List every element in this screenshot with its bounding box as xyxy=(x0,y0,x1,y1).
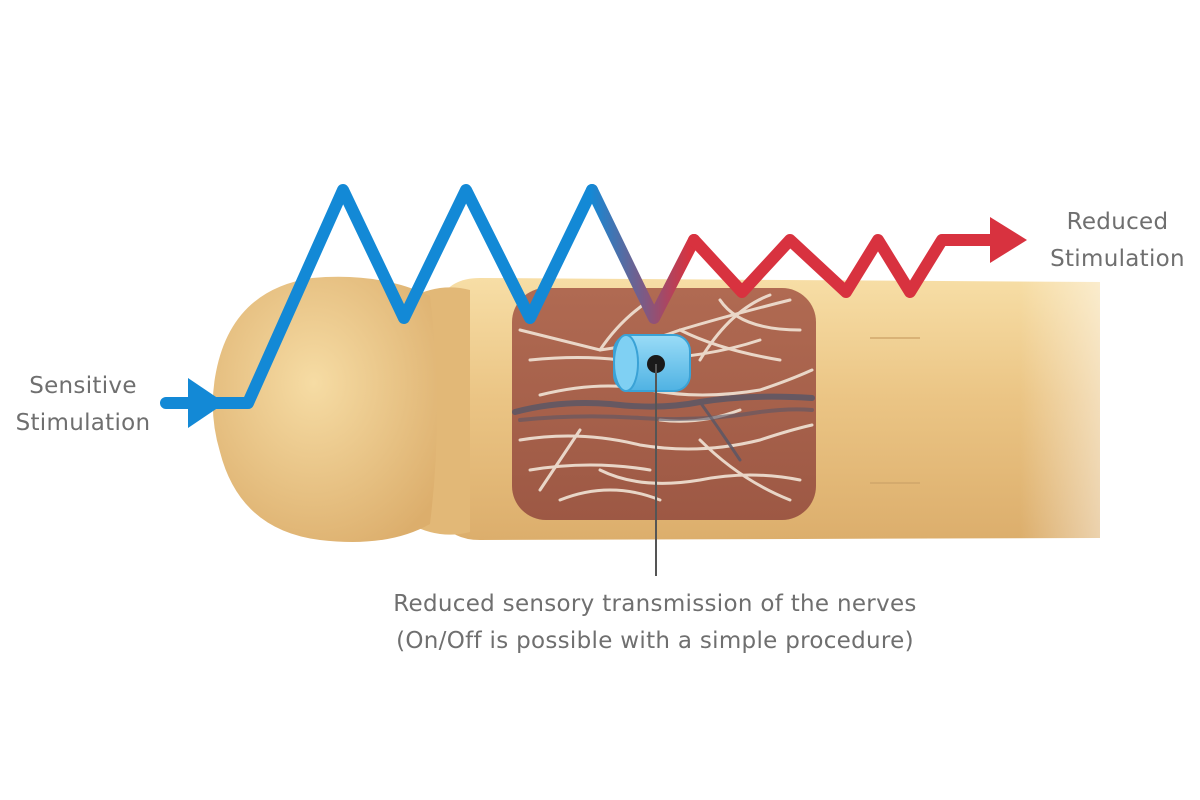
output-label-line1: Reduced xyxy=(1066,209,1169,235)
output-label-line2: Stimulation xyxy=(1050,246,1185,272)
blood-vessel xyxy=(512,393,815,462)
output-arrowhead xyxy=(990,217,1027,263)
input-label: Sensitive Stimulation xyxy=(8,368,158,442)
implant-caption-line2: (On/Off is possible with a simple proced… xyxy=(396,628,914,654)
output-label: Reduced Stimulation xyxy=(1040,204,1195,278)
input-signal-arrow xyxy=(160,184,598,428)
input-label-line1: Sensitive xyxy=(29,373,137,399)
implant-caption-line1: Reduced sensory transmission of the nerv… xyxy=(393,591,917,617)
shaft-marks xyxy=(870,337,920,484)
tissue-window xyxy=(512,288,816,520)
signal-transition xyxy=(586,184,700,324)
output-signal-arrow xyxy=(688,217,1027,298)
input-label-line2: Stimulation xyxy=(15,410,151,436)
implant-device xyxy=(613,334,691,392)
implant-caption: Reduced sensory transmission of the nerv… xyxy=(300,586,1010,660)
input-arrowhead xyxy=(188,378,225,428)
